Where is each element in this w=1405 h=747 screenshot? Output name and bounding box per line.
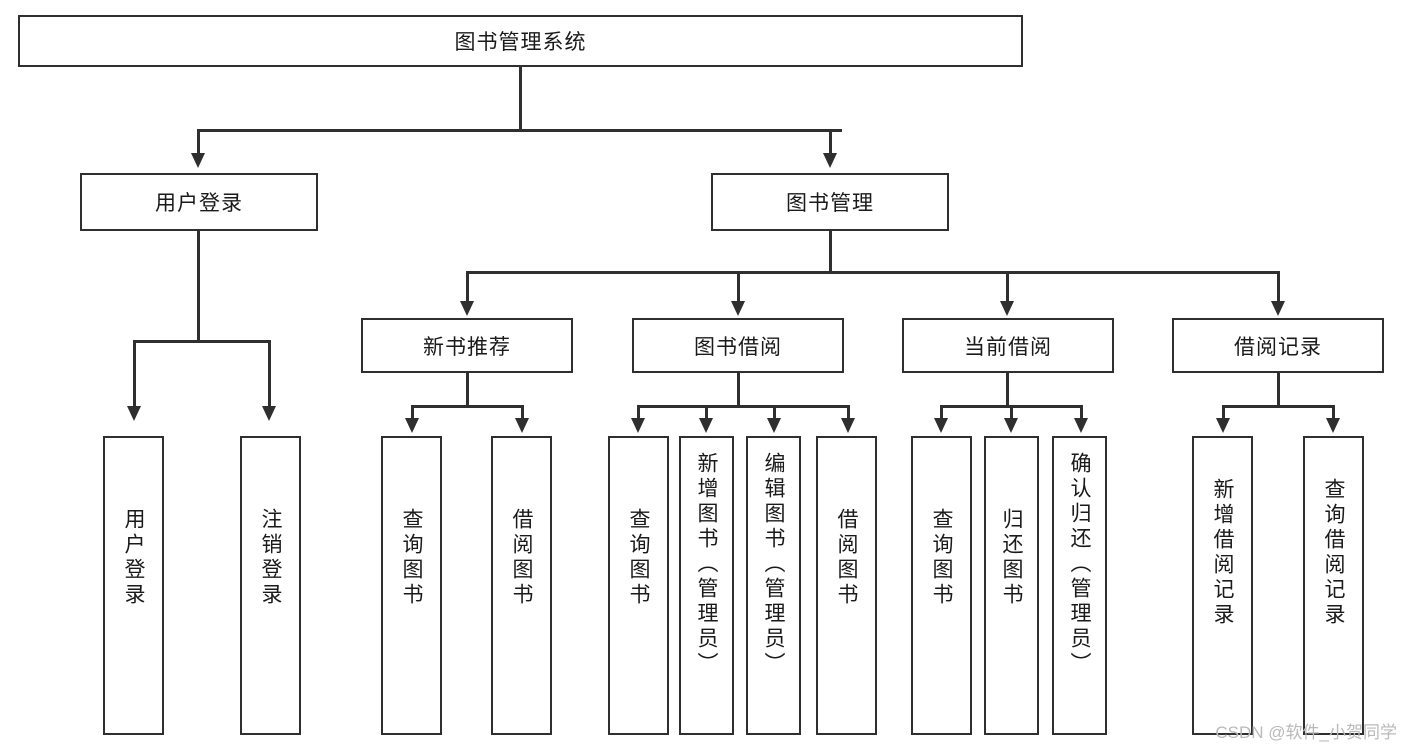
arrowhead-new-book-recommend	[460, 301, 474, 316]
node-new-book-recommend[interactable]: 新书推荐	[361, 318, 573, 373]
connector-br-drop-2	[1332, 405, 1335, 419]
leaf-bb-query-book[interactable]: 查询图书	[608, 436, 669, 735]
connector-br-bus	[1222, 405, 1334, 408]
leaf-bb-edit-book[interactable]: 编辑图书（管理员）	[746, 436, 801, 735]
arrowhead-bb-leaf-4	[841, 418, 855, 433]
connector-bm-drop-1	[466, 271, 469, 303]
connector-bm-drop-3	[1006, 271, 1009, 303]
leaf-bb-borrow-book[interactable]: 借阅图书	[816, 436, 877, 735]
arrowhead-br-leaf-2	[1326, 418, 1340, 433]
leaf-br-query-record[interactable]: 查询借阅记录	[1303, 436, 1364, 735]
node-current-borrow[interactable]: 当前借阅	[902, 318, 1114, 373]
arrowhead-nbr-leaf-1	[405, 418, 419, 433]
connector-book-manage-bus	[466, 271, 1280, 274]
connector-nbr-bus	[411, 405, 523, 408]
connector-bm-drop-2	[737, 271, 740, 303]
leaf-nbr-query-book-label: 查询图书	[400, 508, 423, 608]
connector-user-login-stem	[197, 231, 200, 340]
connector-root-bus	[197, 129, 842, 132]
leaf-user-login[interactable]: 用户登录	[103, 436, 164, 735]
arrowhead-bb-leaf-3	[767, 418, 781, 433]
arrowhead-user-login	[191, 153, 205, 168]
node-book-manage-label: 图书管理	[786, 192, 874, 215]
arrowhead-borrow-record	[1271, 301, 1285, 316]
arrowhead-br-leaf-1	[1216, 418, 1230, 433]
connector-user-login-drop-1	[133, 340, 136, 408]
leaf-bb-edit-book-label: 编辑图书（管理员）	[762, 452, 785, 677]
connector-book-manage-stem	[829, 231, 832, 271]
leaf-cb-return-book-label: 归还图书	[1000, 508, 1023, 608]
connector-bb-stem	[737, 373, 740, 405]
leaf-br-query-record-label: 查询借阅记录	[1322, 478, 1345, 628]
connector-nbr-drop-2	[521, 405, 524, 419]
leaf-cb-confirm-return-label: 确认归还（管理员）	[1068, 452, 1091, 677]
leaf-br-add-record-label: 新增借阅记录	[1211, 478, 1234, 628]
node-book-borrow-label: 图书借阅	[694, 335, 782, 359]
connector-root-to-book-manage	[829, 129, 832, 155]
connector-user-login-bus	[133, 340, 270, 343]
leaf-logout[interactable]: 注销登录	[240, 436, 301, 735]
node-user-login-label: 用户登录	[155, 192, 243, 215]
leaf-br-add-record[interactable]: 新增借阅记录	[1192, 436, 1253, 735]
leaf-cb-confirm-return[interactable]: 确认归还（管理员）	[1052, 436, 1107, 735]
node-current-borrow-label: 当前借阅	[964, 335, 1052, 359]
leaf-bb-add-book-label: 新增图书（管理员）	[695, 452, 718, 677]
connector-cb-stem	[1006, 373, 1009, 405]
arrowhead-leaf-user-login	[127, 406, 141, 421]
node-borrow-record-label: 借阅记录	[1234, 335, 1322, 359]
leaf-user-login-label: 用户登录	[122, 508, 145, 608]
arrowhead-leaf-logout	[262, 406, 276, 421]
node-user-login[interactable]: 用户登录	[80, 173, 318, 231]
connector-root-to-user-login	[197, 129, 200, 155]
arrowhead-current-borrow	[1000, 301, 1014, 316]
connector-bb-drop-4	[847, 405, 850, 419]
connector-cb-drop-2	[1010, 405, 1013, 419]
connector-nbr-drop-1	[411, 405, 414, 419]
arrowhead-book-borrow	[731, 301, 745, 316]
arrowhead-book-manage	[823, 153, 837, 168]
arrowhead-cb-leaf-3	[1074, 418, 1088, 433]
connector-br-drop-1	[1222, 405, 1225, 419]
connector-br-stem	[1277, 373, 1280, 405]
node-root-label: 图书管理系统	[454, 31, 587, 54]
leaf-bb-add-book[interactable]: 新增图书（管理员）	[679, 436, 734, 735]
node-root[interactable]: 图书管理系统	[18, 15, 1023, 67]
connector-bb-drop-2	[705, 405, 708, 419]
arrowhead-cb-leaf-1	[934, 418, 948, 433]
arrowhead-bb-leaf-1	[631, 418, 645, 433]
leaf-cb-query-book-label: 查询图书	[930, 508, 953, 608]
node-book-borrow[interactable]: 图书借阅	[632, 318, 844, 373]
leaf-bb-borrow-book-label: 借阅图书	[835, 508, 858, 608]
node-new-book-recommend-label: 新书推荐	[423, 335, 511, 359]
connector-bb-drop-1	[637, 405, 640, 419]
leaf-nbr-query-book[interactable]: 查询图书	[381, 436, 442, 735]
leaf-nbr-borrow-book-label: 借阅图书	[510, 508, 533, 608]
leaf-logout-label: 注销登录	[259, 508, 282, 608]
arrowhead-cb-leaf-2	[1004, 418, 1018, 433]
node-book-manage[interactable]: 图书管理	[711, 173, 949, 231]
arrowhead-nbr-leaf-2	[515, 418, 529, 433]
connector-nbr-stem	[466, 373, 469, 405]
leaf-cb-query-book[interactable]: 查询图书	[911, 436, 972, 735]
connector-root-stem	[519, 67, 522, 129]
node-borrow-record[interactable]: 借阅记录	[1172, 318, 1384, 373]
connector-bb-bus	[637, 405, 849, 408]
leaf-nbr-borrow-book[interactable]: 借阅图书	[491, 436, 552, 735]
connector-bb-drop-3	[773, 405, 776, 419]
connector-cb-drop-3	[1080, 405, 1083, 419]
leaf-bb-query-book-label: 查询图书	[627, 508, 650, 608]
connector-bm-drop-4	[1277, 271, 1280, 303]
connector-cb-drop-1	[940, 405, 943, 419]
arrowhead-bb-leaf-2	[699, 418, 713, 433]
connector-user-login-drop-2	[268, 340, 271, 408]
leaf-cb-return-book[interactable]: 归还图书	[984, 436, 1039, 735]
